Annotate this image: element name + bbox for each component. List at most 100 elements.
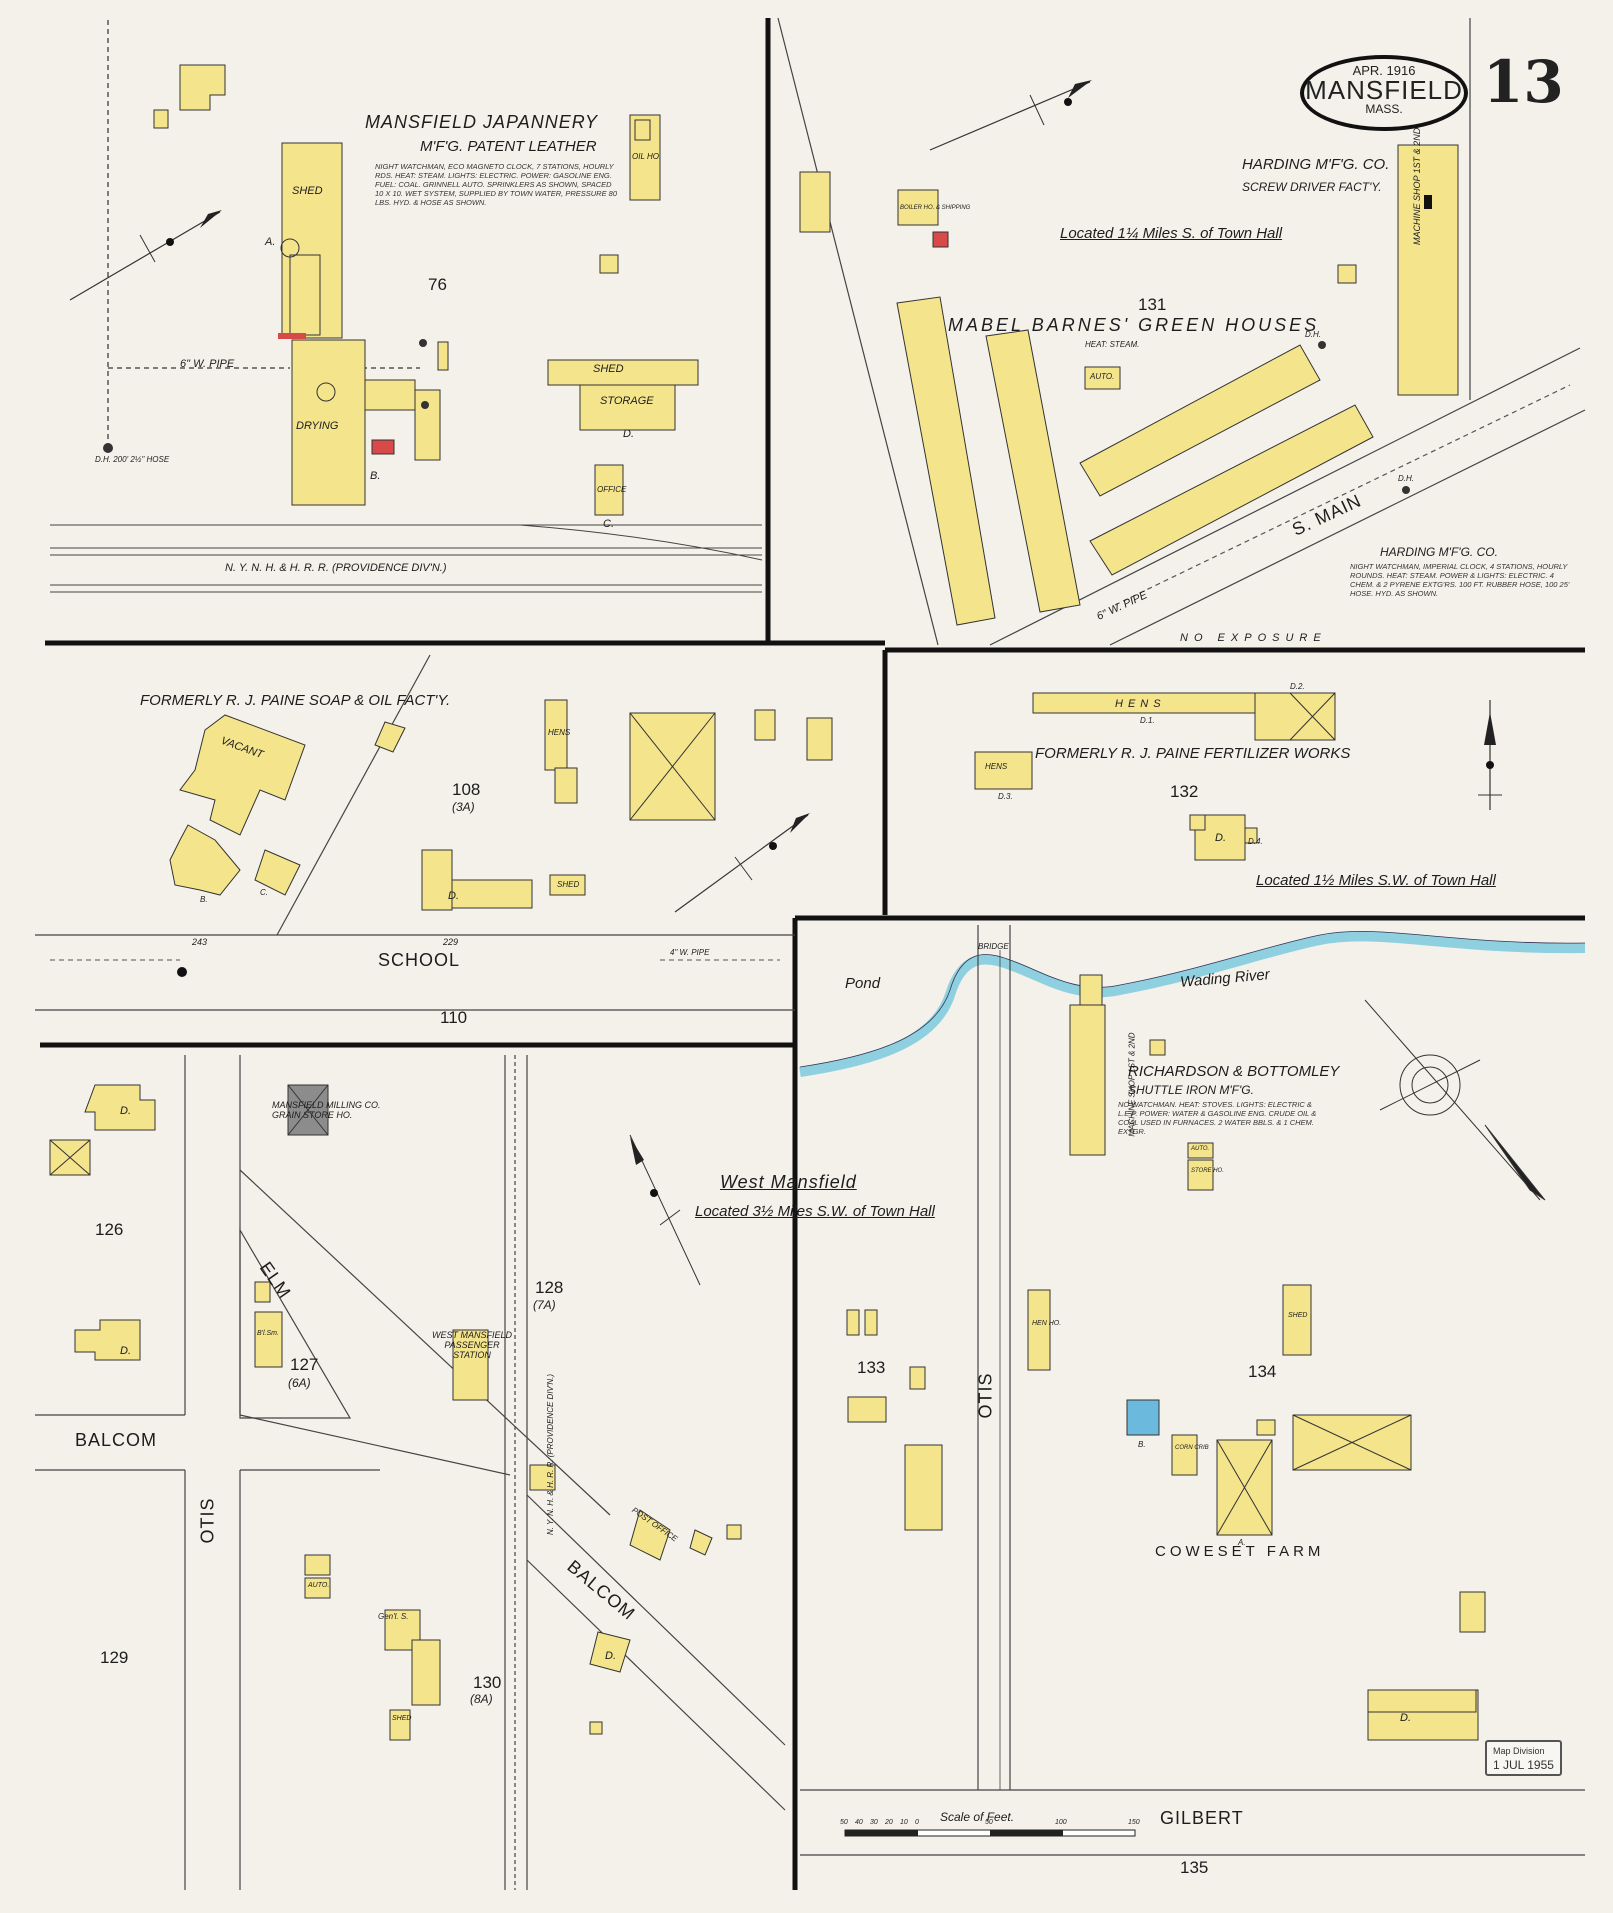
label-hens: HENS bbox=[548, 728, 571, 737]
label-hens-2: HENS bbox=[985, 762, 1008, 771]
scale-bar bbox=[844, 1829, 1136, 1837]
greenhouses-panel bbox=[777, 17, 1586, 646]
street-otis-east: OTIS bbox=[975, 1372, 996, 1419]
greenhouses-location: Located 1¼ Miles S. of Town Hall bbox=[1060, 225, 1283, 242]
label-shed-wm: SHED bbox=[392, 1715, 412, 1722]
label-shed: SHED bbox=[292, 185, 323, 197]
label-drying: DRYING bbox=[296, 420, 339, 432]
label-b-rb: B. bbox=[1138, 1440, 1146, 1449]
west-mansfield-title: West Mansfield bbox=[720, 1172, 857, 1192]
label-auto-rb: AUTO. bbox=[1191, 1146, 1210, 1152]
scale-tick-20: 20 bbox=[885, 1819, 893, 1826]
block-127-sub: (6A) bbox=[288, 1376, 311, 1390]
paine-soap-panel bbox=[169, 654, 833, 936]
label-d-soap: D. bbox=[448, 890, 459, 902]
label-oil-house: OIL HO. bbox=[632, 152, 662, 161]
label-machine-shop: MACHINE SHOP 1ST & 2ND bbox=[1412, 127, 1422, 245]
label-d-fert: D. bbox=[1215, 832, 1226, 844]
block-135: 135 bbox=[1180, 1858, 1209, 1877]
block-76: 76 bbox=[428, 275, 447, 294]
label-d2: D.2. bbox=[1290, 682, 1305, 691]
no-exposure: NO EXPOSURE bbox=[1180, 632, 1327, 644]
richardson-company: RICHARDSON & BOTTOMLEY bbox=[1128, 1063, 1340, 1080]
japannery-railroad: N. Y. N. H. & H. R. R. (PROVIDENCE DIV'N… bbox=[225, 562, 447, 574]
map-date: APR. 1916 bbox=[1352, 63, 1416, 78]
panel-borders bbox=[40, 18, 1585, 1890]
bridge-label: BRIDGE bbox=[978, 942, 1009, 951]
block-132: 132 bbox=[1170, 782, 1199, 801]
scale-tick-0: 0 bbox=[915, 1819, 919, 1826]
greenhouses-owner: MABEL BARNES' GREEN HOUSES bbox=[948, 315, 1320, 335]
block-127: 127 bbox=[290, 1355, 319, 1374]
block-128-sub: (7A) bbox=[533, 1298, 556, 1312]
west-mansfield-station: WEST MANSFIELD PASSENGER STATION bbox=[432, 1330, 513, 1360]
block-131: 131 bbox=[1138, 295, 1167, 314]
label-shed-2: SHED bbox=[593, 363, 624, 375]
richardson-panel bbox=[799, 925, 1586, 1856]
harding-company: HARDING M'F'G. CO. bbox=[1242, 156, 1390, 173]
label-auto: AUTO. bbox=[1090, 372, 1115, 381]
label-d-rb: D. bbox=[1400, 1712, 1411, 1724]
label-shed-soap: SHED bbox=[557, 880, 580, 889]
school-number-243: 243 bbox=[192, 937, 208, 947]
paine-fertilizer-title: FORMERLY R. J. PAINE FERTILIZER WORKS bbox=[1035, 745, 1351, 762]
harding-notes: NIGHT WATCHMAN, IMPERIAL CLOCK, 4 STATIO… bbox=[1350, 562, 1570, 598]
label-b: B. bbox=[370, 470, 381, 482]
paine-soap-title: FORMERLY R. J. PAINE SOAP & OIL FACT'Y. bbox=[140, 692, 451, 709]
label-b-soap: B. bbox=[200, 895, 208, 904]
label-d1: D.1. bbox=[1140, 716, 1155, 725]
label-d4: D.4. bbox=[1248, 837, 1263, 846]
label-shed-rb: SHED bbox=[1288, 1312, 1308, 1319]
label-d-wm-2: D. bbox=[120, 1345, 131, 1357]
label-boiler-house: BOILER HO. & SHIPPING bbox=[900, 205, 971, 211]
street-school: SCHOOL bbox=[378, 950, 461, 970]
pond-label: Pond bbox=[845, 975, 881, 992]
block-108: 108 bbox=[452, 780, 481, 799]
block-126: 126 bbox=[95, 1220, 124, 1239]
japannery-title: MANSFIELD JAPANNERY bbox=[365, 112, 599, 132]
label-d-wm-1: D. bbox=[120, 1105, 131, 1117]
block-134: 134 bbox=[1248, 1362, 1277, 1381]
label-corn-crib: CORN CRIB bbox=[1175, 1445, 1209, 1451]
japannery-hydrant: D.H. 200' 2½" HOSE bbox=[95, 455, 170, 464]
block-130-sub: (8A) bbox=[470, 1692, 493, 1706]
japannery-pipe-label: 6" W. PIPE bbox=[180, 358, 235, 370]
label-auto-wm: AUTO. bbox=[308, 1582, 330, 1589]
west-mansfield-railroad: N. Y. N. H. & H. R. R. (PROVIDENCE DIV'N… bbox=[546, 1373, 556, 1536]
greenhouses-heat: HEAT: STEAM. bbox=[1085, 340, 1140, 349]
label-c: C. bbox=[603, 518, 614, 530]
harding-subtitle: SCREW DRIVER FACT'Y. bbox=[1242, 180, 1382, 194]
school-number-229: 229 bbox=[443, 937, 459, 947]
label-dh-1: D.H. bbox=[1305, 330, 1321, 339]
label-a-rb: A. bbox=[1238, 1538, 1246, 1547]
japannery-panel bbox=[50, 20, 763, 593]
map-city: MANSFIELD bbox=[1305, 75, 1463, 105]
west-mansfield-panel bbox=[35, 1055, 786, 1890]
school-street bbox=[35, 934, 795, 1011]
stamp-line-2: 1 JUL 1955 bbox=[1493, 1758, 1554, 1772]
label-blacksmith: B'l.Sm. bbox=[257, 1330, 279, 1337]
school-pipe: 4" W. PIPE bbox=[670, 948, 710, 957]
label-general-store: Gen'l. S. bbox=[378, 1612, 409, 1621]
label-d: D. bbox=[623, 428, 634, 440]
block-129: 129 bbox=[100, 1648, 129, 1667]
stamp-line-1: Map Division bbox=[1493, 1746, 1545, 1756]
street-balcom-west: BALCOM bbox=[75, 1430, 158, 1450]
scale-tick-10: 10 bbox=[900, 1819, 908, 1826]
scale-tick-40: 40 bbox=[855, 1819, 863, 1826]
sheet-number: 13 bbox=[1483, 48, 1564, 116]
block-128: 128 bbox=[535, 1278, 564, 1297]
block-130: 130 bbox=[473, 1673, 502, 1692]
label-storage: STORAGE bbox=[600, 395, 654, 407]
library-stamp: Map Division 1 JUL 1955 bbox=[1485, 1740, 1562, 1776]
label-machine-shop-rb: MACHINE SHOP 1ST & 2ND bbox=[1127, 1032, 1137, 1137]
label-hen-house: HEN HO. bbox=[1032, 1320, 1062, 1327]
street-gilbert: GILBERT bbox=[1160, 1808, 1244, 1828]
paine-fertilizer-location: Located 1½ Miles S.W. of Town Hall bbox=[1256, 872, 1496, 889]
compass-rose bbox=[1364, 999, 1546, 1201]
label-store-house: STORE HO. bbox=[1191, 1168, 1224, 1174]
japannery-notes: NIGHT WATCHMAN, ECO MAGNETO CLOCK, 7 STA… bbox=[375, 162, 618, 207]
scale-tick-100: 100 bbox=[1055, 1819, 1067, 1826]
scale-tick-50-left: 50 bbox=[840, 1819, 848, 1826]
